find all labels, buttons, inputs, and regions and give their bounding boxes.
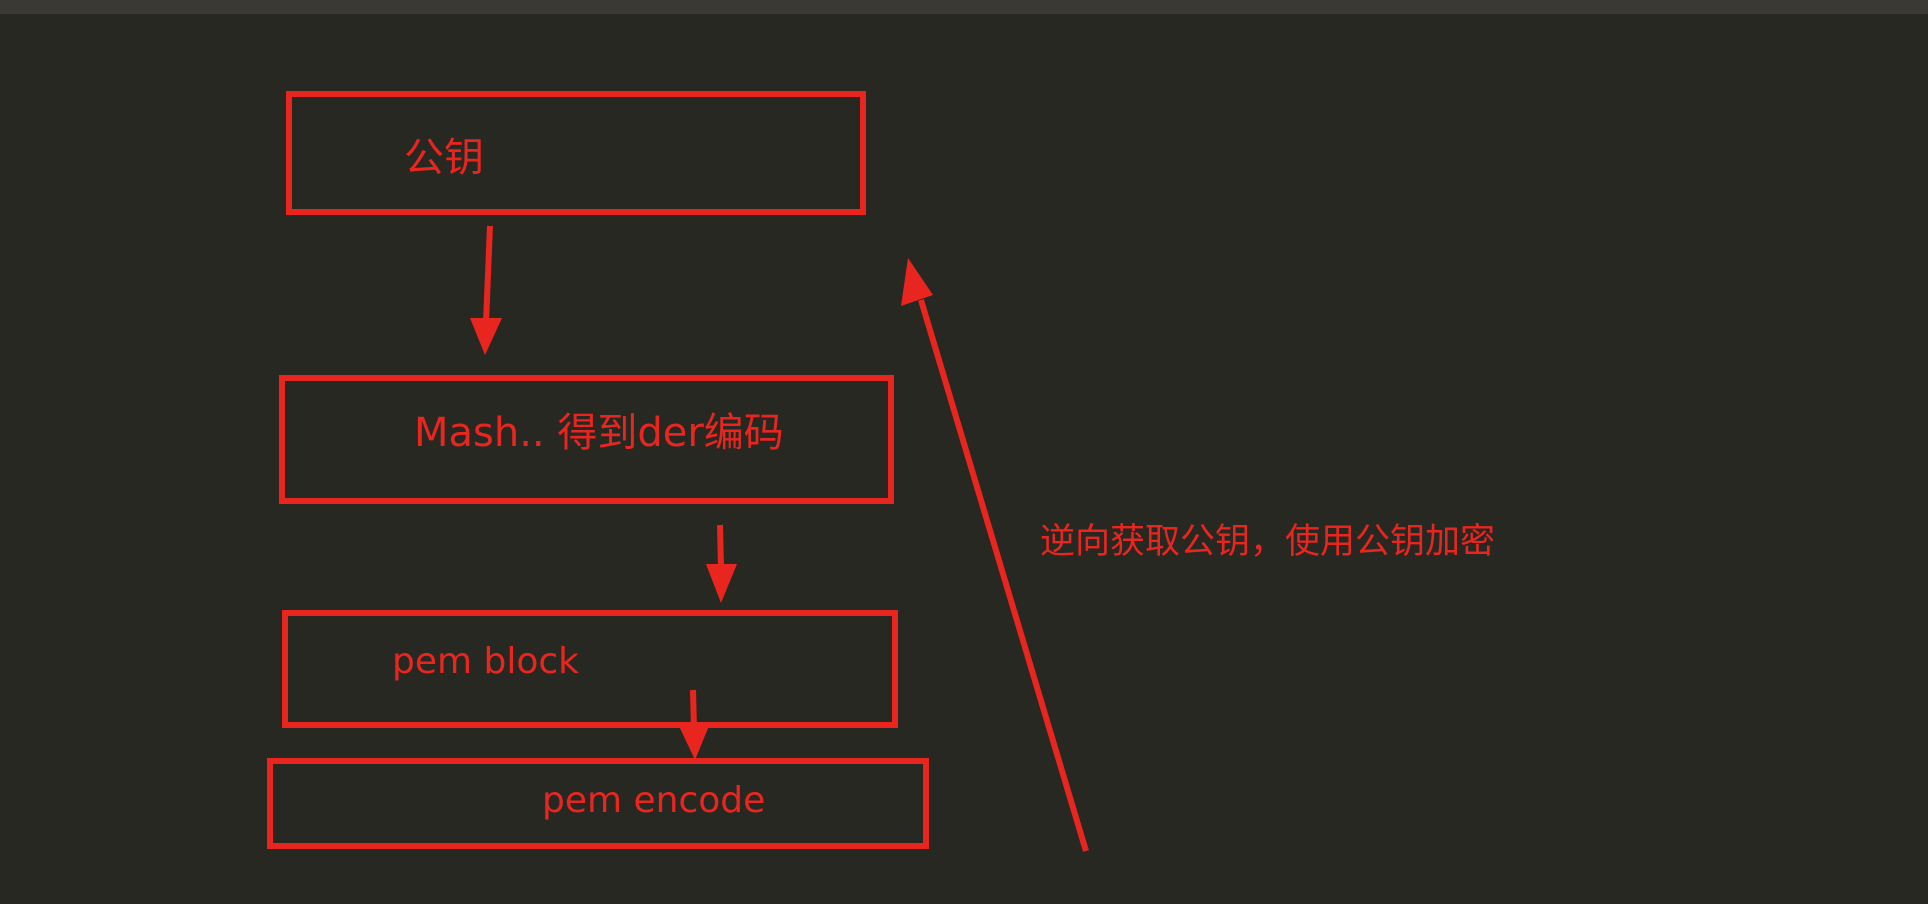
box-pem-block — [282, 610, 898, 728]
arrow-reverse — [901, 258, 1089, 852]
box-label-pem-block: pem block — [392, 641, 580, 682]
box-pubkey — [286, 91, 866, 215]
box-pem-encode — [267, 758, 929, 849]
box-label-pem-encode: pem encode — [542, 780, 766, 821]
box-der — [279, 375, 894, 504]
annotation-reverse: 逆向获取公钥，使用公钥加密 — [1040, 522, 1496, 562]
box-label-pubkey: 公钥 — [404, 135, 484, 181]
arrow-pubkey-to-der — [470, 225, 502, 355]
arrow-der-to-block — [706, 524, 737, 603]
arrow-block-to-encode — [679, 689, 709, 760]
box-label-der: Mash.. 得到der编码 — [414, 410, 784, 456]
top-toolbar-strip — [0, 0, 1928, 14]
